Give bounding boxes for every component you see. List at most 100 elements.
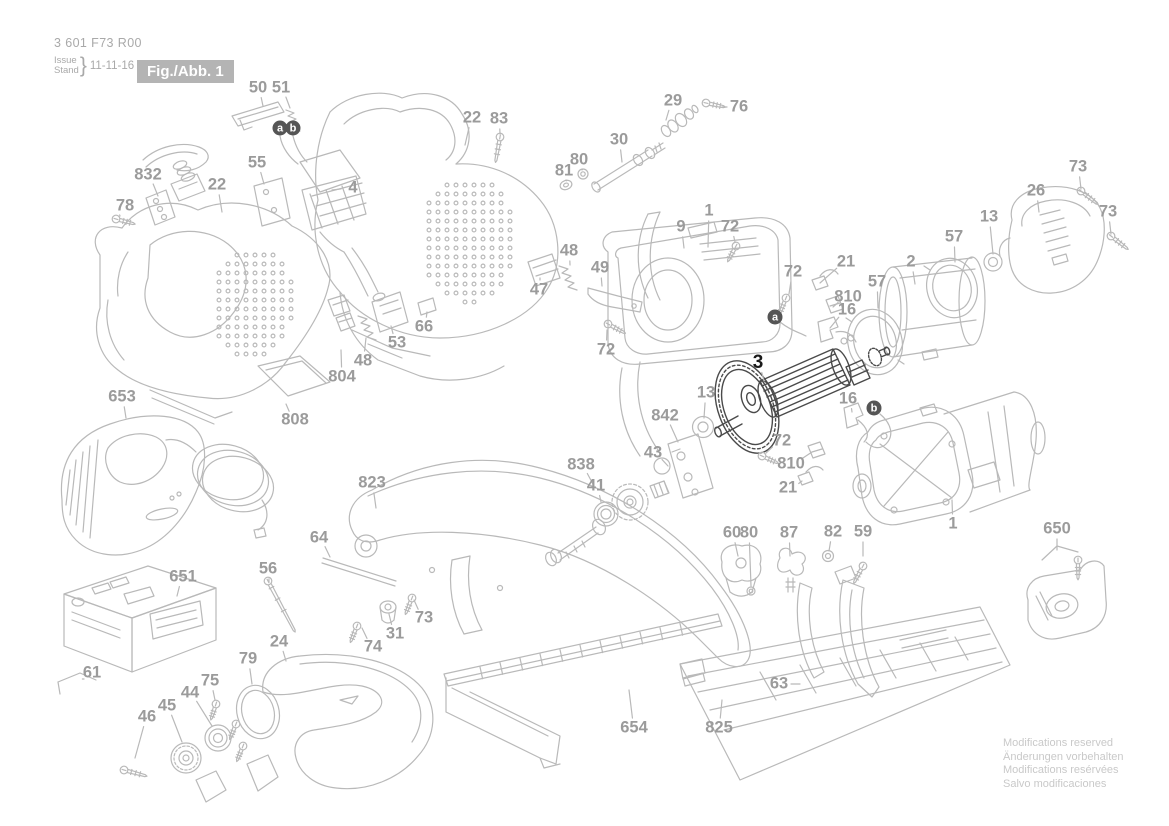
motor-1-drawing: [852, 391, 1046, 526]
bushing-31-drawing: [379, 600, 397, 624]
leader-line: [196, 700, 213, 727]
leader-line: [152, 183, 159, 197]
type-number: 3 601 F73 R00: [54, 36, 142, 50]
issue-label: Issue: [54, 55, 77, 66]
lower-guard-24-drawing: [262, 653, 434, 790]
leader-line: [1037, 200, 1040, 213]
bearing-13-mid-drawing: [691, 415, 715, 439]
figure-label-box: Fig./Abb. 1: [137, 60, 234, 83]
latch-47-49-drawing: [527, 253, 643, 313]
leader-line: [798, 480, 803, 485]
battery-651-drawing: [63, 565, 217, 673]
leader-line: [176, 585, 180, 597]
allen-key-61-drawing: [57, 672, 97, 695]
leader-line: [413, 599, 419, 610]
housing-top-vents: [426, 182, 513, 305]
leader-line: [260, 97, 264, 107]
leader-line: [707, 220, 710, 248]
leader-line: [425, 311, 428, 318]
housing-left-22-drawing: [94, 202, 331, 425]
blade-guard-823-drawing: [321, 459, 751, 668]
screw-drawing: [493, 132, 505, 164]
leader-lines: [81, 96, 1112, 759]
leader-line: [734, 542, 739, 557]
housing-left-vents: [216, 252, 294, 357]
leader-line: [260, 171, 265, 185]
field-2-drawing: [878, 256, 986, 361]
endbell-26-drawing: [998, 186, 1105, 294]
module-4-drawing: [253, 135, 379, 297]
screw-drawing: [1106, 231, 1129, 251]
knob-60-87-washers-drawing: [720, 544, 835, 597]
screw-drawing: [111, 214, 136, 226]
screw-drawing: [263, 576, 296, 633]
modifications-note: Modifications reserved Änderungen vorbeh…: [1003, 737, 1123, 791]
leader-line: [282, 650, 287, 662]
leader-line: [876, 291, 879, 309]
leader-line: [953, 246, 956, 263]
leader-line: [665, 109, 670, 121]
switch-53-area-drawing: [257, 291, 437, 397]
screws-drawing: [111, 98, 1129, 778]
leader-line: [800, 451, 813, 460]
leader-line: [669, 424, 679, 443]
issue-date: 11-11-16: [89, 60, 135, 72]
housing-top-22-drawing: [314, 92, 559, 381]
leader-line: [331, 188, 342, 191]
bearing-13-right-drawing: [983, 252, 1003, 272]
leader-line: [565, 179, 568, 182]
leader-line: [212, 690, 216, 701]
leader-line: [829, 316, 840, 329]
screw-drawing: [701, 98, 726, 110]
leader-line: [464, 127, 470, 146]
guide-rail-654-drawing: [443, 613, 723, 769]
leader-line: [123, 406, 127, 419]
screw-drawing: [235, 741, 248, 763]
leader-line: [788, 281, 792, 295]
armature-3-drawing: [714, 346, 891, 454]
leader-line: [171, 714, 183, 743]
leader-line: [218, 194, 223, 213]
leader-line: [628, 689, 634, 719]
leader-line: [832, 301, 839, 308]
leader-line: [1079, 176, 1082, 190]
screw-drawing: [1073, 555, 1083, 581]
screw-drawing: [119, 765, 148, 778]
screw-drawing: [757, 451, 779, 465]
leader-line: [819, 267, 838, 284]
leader-line: [682, 236, 685, 249]
lever-832-drawing: [142, 143, 209, 226]
baffle-57-left-drawing: [845, 308, 905, 376]
title-block: 3 601 F73 R00 Issue Stand } 11-11-16: [54, 36, 142, 78]
leader-line: [1109, 221, 1112, 235]
stand-label: Stand: [54, 65, 79, 76]
bracket-842-drawing: [667, 433, 714, 499]
screw-drawing: [777, 293, 791, 316]
brush-parts-upper-drawing: [779, 269, 857, 345]
leader-line: [324, 546, 331, 558]
brush-parts-lower-drawing: [797, 402, 892, 486]
screw-drawing: [853, 561, 868, 585]
leader-line: [951, 499, 954, 515]
screw-drawing: [1076, 186, 1099, 206]
leader-line: [598, 494, 602, 503]
leader-line: [586, 472, 595, 487]
bracket-650-drawing: [1026, 545, 1107, 640]
leader-line: [828, 541, 832, 552]
leader-line: [661, 458, 669, 467]
leader-line: [719, 699, 723, 719]
leader-line: [249, 668, 253, 685]
leader-line: [765, 446, 774, 454]
leader-line: [703, 402, 706, 419]
leader-line: [134, 725, 145, 759]
leader-line: [285, 96, 291, 109]
leader-line: [390, 325, 394, 335]
charger-653-drawing: [60, 415, 275, 556]
leader-line: [748, 542, 752, 587]
leader-line: [620, 149, 623, 163]
screw-drawing: [726, 241, 741, 263]
brace-glyph: }: [79, 54, 87, 77]
screw-drawing: [403, 593, 417, 616]
